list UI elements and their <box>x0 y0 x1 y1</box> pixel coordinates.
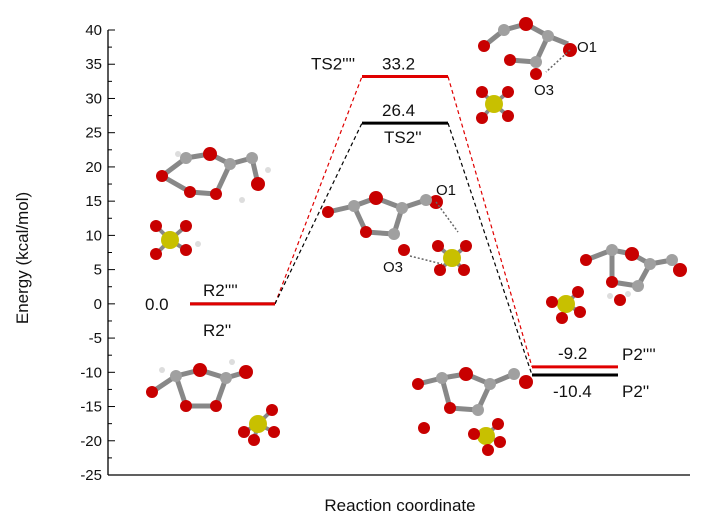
y-tick-label: -15 <box>80 399 102 416</box>
level-label: R2'' <box>203 321 231 340</box>
y-tick-label: -20 <box>80 433 102 450</box>
y-tick-label: 15 <box>85 193 102 210</box>
atom-annotations: O1 O3 O1 O3 <box>383 39 597 276</box>
y-tick-label: 40 <box>85 22 102 39</box>
y-ticks: -25 -20 -15 -10 -5 0 5 10 15 20 25 30 35 40 <box>80 22 115 484</box>
atom-label-o1: O1 <box>436 182 456 199</box>
level-label: P2'''' <box>622 345 656 364</box>
y-tick-label: 5 <box>94 262 102 279</box>
connector-black <box>447 122 533 376</box>
y-tick-label: 20 <box>85 159 102 176</box>
molecule-r2-icon <box>146 359 253 412</box>
axes-layer: -25 -20 -15 -10 -5 0 5 10 15 20 25 30 35 40 <box>80 22 690 484</box>
y-tick-label: 30 <box>85 90 102 107</box>
molecule-p2-icon <box>412 367 533 434</box>
y-tick-label: -25 <box>80 467 102 484</box>
y-tick-label: -10 <box>80 364 102 381</box>
molecule-ts2-icon <box>322 191 459 265</box>
sulfuric-acid-icon <box>546 286 631 324</box>
y-axis-label: Energy (kcal/mol) <box>13 192 32 324</box>
value-label: -10.4 <box>553 382 592 401</box>
sulfuric-acid-icon <box>238 404 280 446</box>
sulfuric-acid-icon <box>468 418 506 456</box>
level-label: TS2'''' <box>311 55 355 74</box>
molecule-p2-quad-icon <box>580 244 687 292</box>
x-axis-label: Reaction coordinate <box>324 496 475 515</box>
atom-label-o3: O3 <box>534 82 554 99</box>
sulfuric-acid-icon <box>150 220 201 260</box>
value-label: 33.2 <box>382 55 415 74</box>
level-label: TS2'' <box>384 128 422 147</box>
sulfuric-acid-icon <box>476 86 514 124</box>
value-label: 26.4 <box>382 101 415 120</box>
atom-label-o3: O3 <box>383 259 403 276</box>
connector-black <box>274 122 363 305</box>
level-label: P2'' <box>622 382 649 401</box>
molecule-layer <box>146 17 687 456</box>
y-tick-label: 0 <box>94 296 102 313</box>
value-label: -9.2 <box>558 344 587 363</box>
value-label: 0.0 <box>145 295 169 314</box>
level-label: R2'''' <box>203 281 238 300</box>
y-tick-label: 10 <box>85 227 102 244</box>
molecule-ts2-quad-icon <box>478 17 577 80</box>
y-tick-label: 35 <box>85 56 102 73</box>
y-tick-label: 25 <box>85 125 102 142</box>
connector-red <box>447 76 533 367</box>
y-tick-label: -5 <box>89 330 102 347</box>
sulfuric-acid-icon <box>432 240 472 276</box>
connector-red <box>274 76 363 305</box>
molecule-r2-icon <box>156 147 271 203</box>
atom-label-o1: O1 <box>577 39 597 56</box>
